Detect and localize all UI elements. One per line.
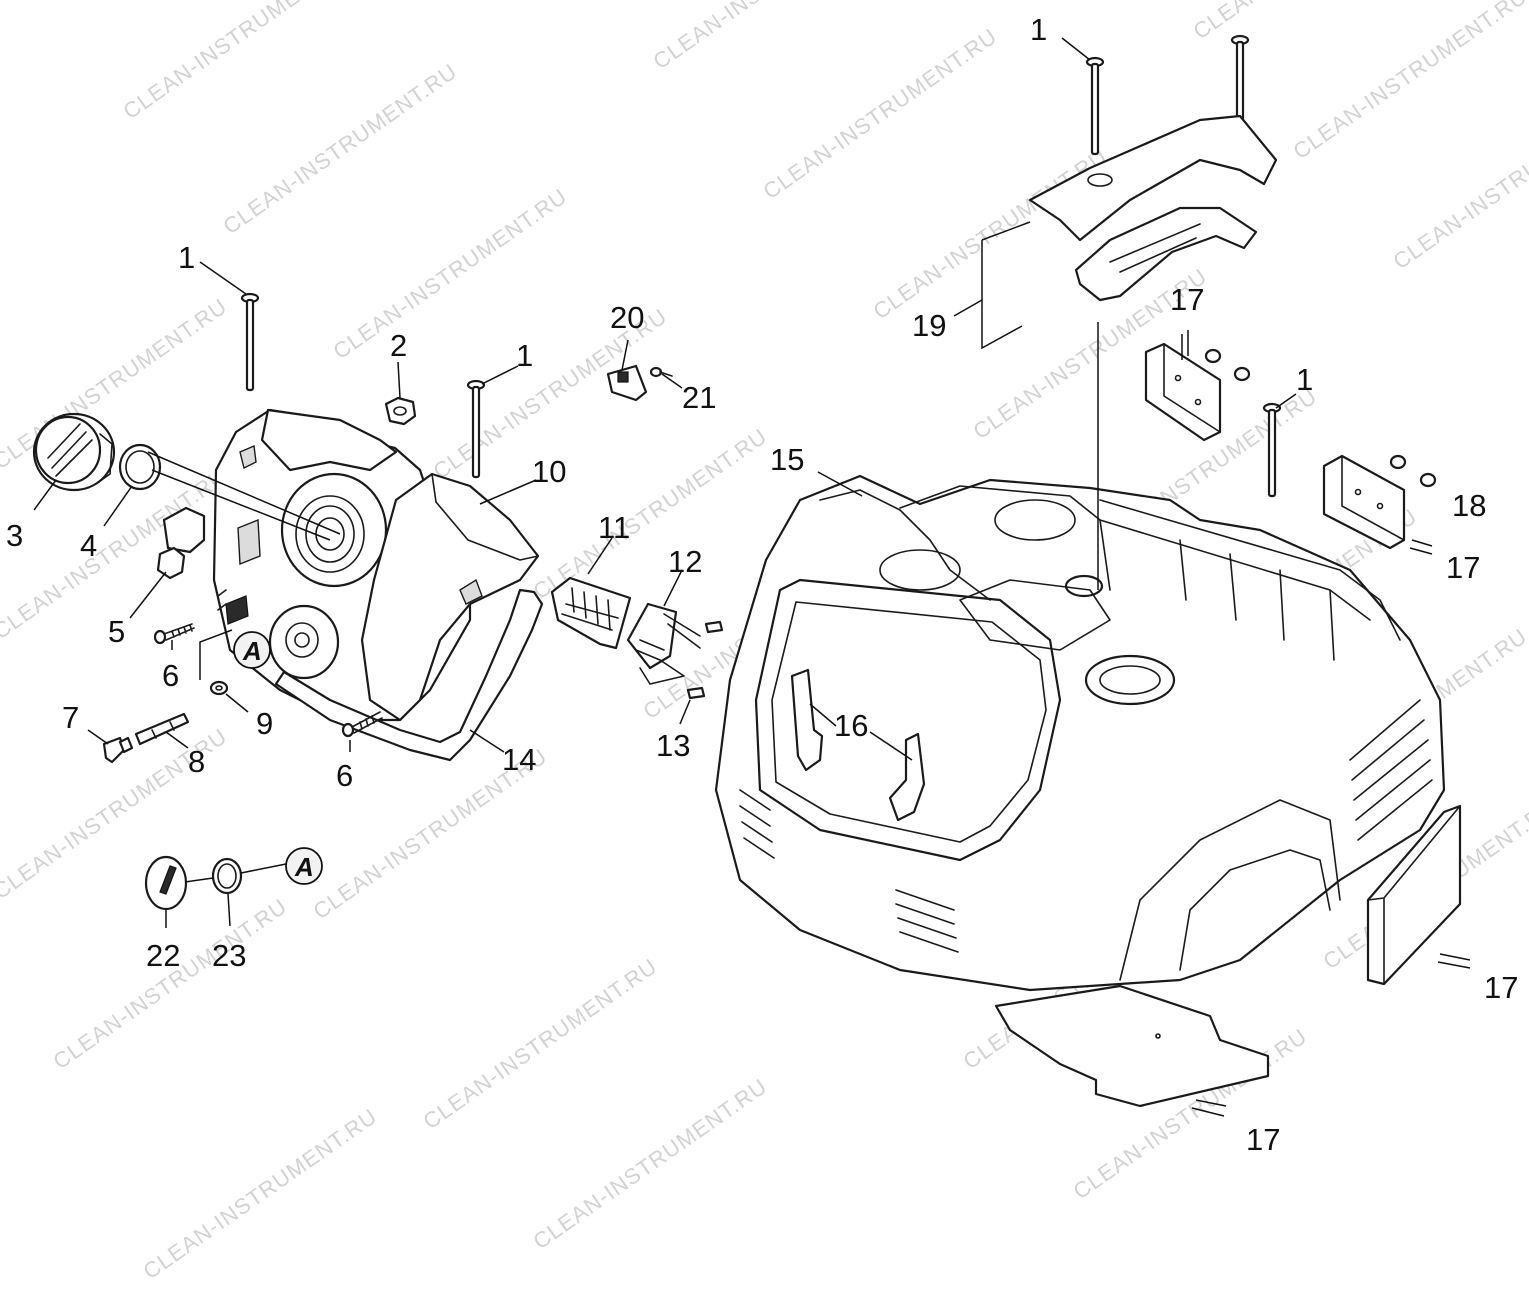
callout-1: 1	[178, 240, 195, 275]
part-1-bolt-left	[240, 292, 260, 392]
part-18-nuts-upper	[1204, 348, 1251, 382]
part-1-bolt-top	[1085, 56, 1105, 156]
part-2-nut	[384, 396, 417, 426]
callout-6: 6	[336, 758, 353, 793]
part-22-knob	[144, 855, 188, 911]
callout-8: 8	[188, 744, 205, 779]
callout-19: 19	[912, 308, 946, 343]
callout-2: 2	[390, 328, 407, 363]
part-20-bracket	[606, 364, 648, 402]
watermark: CLEAN-INSTRUMENT.RU	[219, 58, 462, 239]
callout-21: 21	[682, 380, 716, 415]
part-17-bottom-plate	[994, 984, 1270, 1108]
callout-9: 9	[256, 706, 273, 741]
part-16-clips	[790, 668, 926, 822]
callout-17: 17	[1446, 550, 1480, 585]
watermark: CLEAN-INSTRUMENT.RU	[1189, 0, 1432, 44]
part-1-bolt-right	[1262, 402, 1282, 498]
part-4-ring	[118, 443, 162, 491]
watermark: CLEAN-INSTRUMENT.RU	[419, 953, 662, 1134]
watermark: CLEAN-INSTRUMENT.RU	[1289, 0, 1529, 164]
watermark: CLEAN-INSTRUMENT.RU	[529, 1073, 772, 1254]
watermark: CLEAN-INSTRUMENT.RU	[49, 893, 292, 1074]
watermark: CLEAN-INSTRUMENT.RU	[1389, 93, 1529, 274]
part-14-gasket	[274, 588, 544, 762]
part-23-ring	[211, 857, 243, 895]
watermark: CLEAN-INSTRUMENT.RU	[139, 1103, 382, 1284]
alignment-lines	[147, 221, 1471, 1117]
watermark: CLEAN-INSTRUMENT.RU	[529, 423, 772, 604]
part-21-screw	[649, 366, 673, 378]
watermark: CLEAN-INSTRUMENT.RU	[649, 0, 892, 74]
part-17-side-pad	[1366, 804, 1462, 986]
callout-1: 1	[516, 338, 533, 373]
callout-1: 1	[1296, 362, 1313, 397]
part-19-handle	[1028, 114, 1278, 302]
callout-17: 17	[1484, 970, 1518, 1005]
part-5-grommet	[156, 506, 206, 580]
callout-3: 3	[6, 518, 23, 553]
part-3-knob	[32, 412, 116, 492]
watermark: CLEAN-INSTRUMENT.RU	[329, 183, 572, 364]
callout-20: 20	[610, 300, 644, 335]
part-10-cover	[360, 472, 540, 722]
callout-labels: 1 1 1 1 2 3 4 5 6 6 7 8 9 10 11 12 13 14…	[6, 12, 1518, 1157]
part-1-bolt-top-right	[1230, 34, 1250, 134]
callout-13: 13	[656, 728, 690, 763]
part-17-pad-upper	[1144, 342, 1222, 442]
callout-22: 22	[146, 938, 180, 973]
part-1-bolt-center	[466, 379, 486, 479]
part-9-washer	[209, 680, 229, 696]
callout-17: 17	[1170, 282, 1204, 317]
callout-1: 1	[1030, 12, 1047, 47]
watermark: CLEAN-INSTRUMENT.RU	[759, 23, 1002, 204]
callout-15: 15	[770, 442, 804, 477]
reference-mark-label: A	[294, 852, 314, 882]
callout-12: 12	[668, 544, 702, 579]
part-7-plug	[102, 736, 134, 764]
part-6-screw-upper	[153, 623, 195, 645]
part-6-screw-lower	[341, 711, 383, 738]
callout-4: 4	[80, 528, 97, 563]
reference-mark-a-housing: A	[233, 631, 271, 669]
callout-17: 17	[1246, 1122, 1280, 1157]
part-15-main-housing	[714, 474, 1446, 992]
callout-18: 18	[1452, 488, 1486, 523]
part-13-screws	[686, 620, 724, 700]
part-8-pin	[134, 712, 190, 746]
callout-23: 23	[212, 938, 246, 973]
callout-7: 7	[62, 700, 79, 735]
callout-14: 14	[502, 742, 536, 777]
reference-mark-label: A	[242, 636, 262, 666]
reference-mark-a-lower: A	[285, 847, 323, 885]
part-11-switch	[550, 576, 632, 650]
part-17-pad-right	[1322, 454, 1406, 550]
callout-5: 5	[108, 614, 125, 649]
part-18-nuts-right	[1389, 454, 1437, 488]
callout-leaders	[33, 37, 1297, 928]
callout-16: 16	[834, 708, 868, 743]
part-12-switch-holder	[626, 602, 701, 685]
watermark: CLEAN-INSTRUMENT.RU	[119, 0, 362, 124]
callout-10: 10	[532, 454, 566, 489]
callout-6: 6	[162, 658, 179, 693]
callout-11: 11	[598, 510, 630, 545]
